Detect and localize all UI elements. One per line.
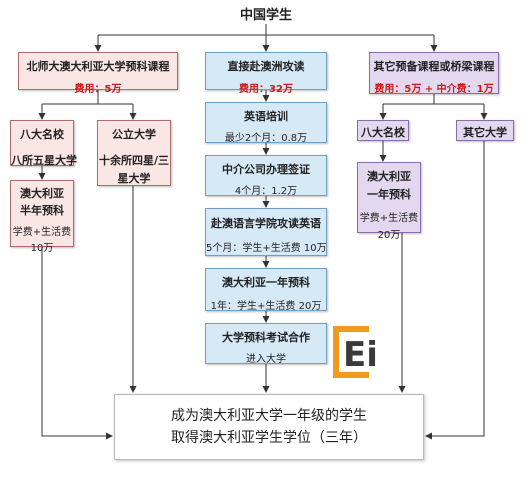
center-step-3-title: 赴澳语言学院攻读英语 [211,217,321,230]
right-sub-line1: 澳大利亚 [367,170,411,183]
final-outcome-box: 成为澳大利亚大学一年级的学生 取得澳大利亚学生学位（三年） [114,394,424,460]
center-step-5-title: 大学预科考试合作 [222,331,310,344]
right-header-title: 其它预备课程或桥梁课程 [373,60,495,73]
ei-logo: Ei [333,326,378,378]
center-step-language-college: 赴澳语言学院攻读英语 5个月：学生+生活费 10万 [205,208,327,256]
left-branch-a-line2: 八所五星大学 [11,154,77,167]
center-header-fee: 费用：32万 [239,84,293,95]
center-step-visa-agency: 中介公司办理签证 4个月：1.2万 [205,155,327,197]
center-step-1-title: 英语培训 [244,110,288,123]
left-sub-line3: 学费+生活费 [12,227,72,238]
left-sub-line1: 澳大利亚 [20,187,64,200]
center-step-1-desc: 最少2个月：0.8万 [224,133,308,144]
center-header-title: 直接赴澳洲攻读 [227,60,305,73]
logo-text: Ei [343,335,378,375]
left-branch-b-line3: 星大学 [117,172,151,185]
right-header-box: 其它预备课程或桥梁课程 费用：5万 + 中介费：1万 [369,52,499,95]
right-branch-top-schools: 八大名校 [357,120,409,141]
left-header-fee: 费用：5万 [74,84,122,95]
right-branch-other-universities: 其它大学 [456,120,514,141]
root-label: 中国学生 [239,8,292,23]
center-step-2-desc: 4个月：1.2万 [234,186,298,197]
root-node: 中国学生 [216,4,316,24]
left-branch-public-universities: 公立大学 十余所四星/三 星大学 [97,120,171,186]
center-step-5-desc: 进入大学 [246,354,286,365]
left-header-box: 北师大澳大利亚大学预科课程 费用：5万 [18,52,178,95]
left-branch-top-schools: 八大名校 八所五星大学 [10,120,77,167]
final-line-1: 成为澳大利亚大学一年级的学生 [171,408,367,424]
left-branch-b-line1: 公立大学 [112,128,156,141]
left-half-year-foundation: 澳大利亚 半年预科 学费+生活费 10万 [10,180,74,254]
center-step-english-training: 英语培训 最少2个月：0.8万 [205,102,327,144]
left-header-title: 北师大澳大利亚大学预科课程 [26,60,170,73]
right-sub-line4: 20万 [377,230,401,241]
right-one-year-foundation: 澳大利亚 一年预科 学费+生活费 20万 [357,162,421,241]
center-step-2-title: 中介公司办理签证 [222,163,310,176]
center-step-foundation-exam: 大学预科考试合作 进入大学 [205,323,327,365]
left-sub-line4: 10万 [30,243,54,254]
right-sub-line2: 一年预科 [367,188,411,201]
center-step-3-desc: 5个月：学生+生活费 10万 [206,243,327,254]
right-sub-line3: 学费+生活费 [359,213,419,224]
center-step-4-title: 澳大利亚一年预科 [222,276,310,289]
left-branch-a-line1: 八大名校 [20,128,64,141]
center-header-box: 直接赴澳洲攻读 费用：32万 [205,52,327,95]
right-branch-b-line1: 其它大学 [463,126,507,139]
center-step-4-desc: 1年：学生+生活费 20万 [210,301,322,312]
right-branch-a-line1: 八大名校 [361,126,405,139]
left-branch-b-line2: 十余所四星/三 [98,154,170,167]
left-sub-line2: 半年预科 [20,204,64,217]
center-step-one-year-foundation: 澳大利亚一年预科 1年：学生+生活费 20万 [205,268,327,312]
final-line-2: 取得澳大利亚学生学位（三年） [171,430,367,446]
right-header-fee: 费用：5万 + 中介费：1万 [374,84,494,95]
